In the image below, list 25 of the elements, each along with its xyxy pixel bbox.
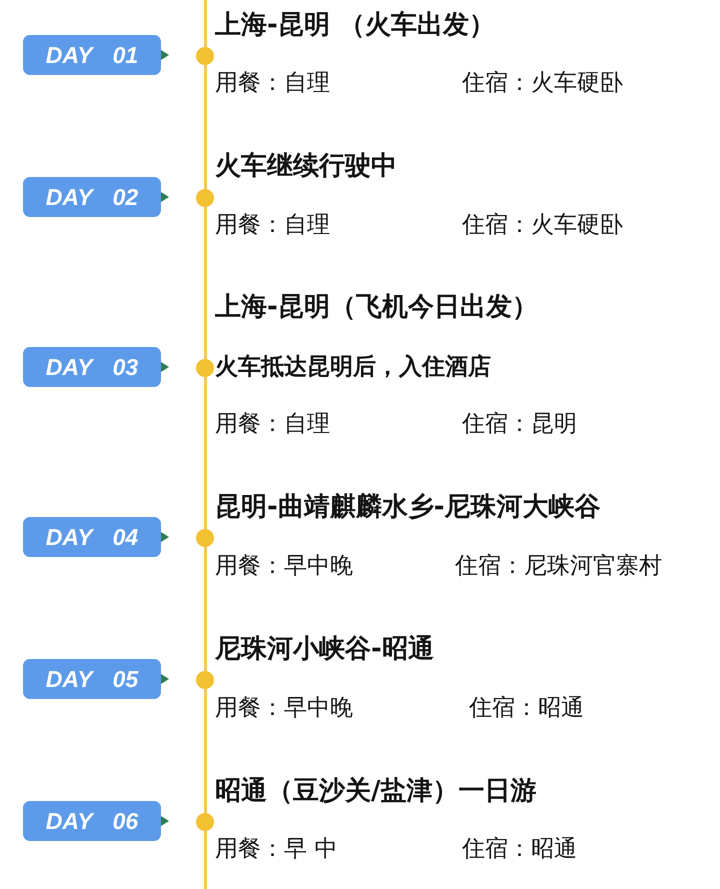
day-title: 昭通（豆沙关/盐津）一日游 — [215, 775, 536, 808]
info-text: 住宿：昭通 — [469, 694, 584, 723]
info-text: 用餐：自理 — [215, 69, 330, 98]
info-text: 住宿：尼珠河官寨村 — [455, 552, 662, 581]
info-text: 用餐：早中晚 — [215, 694, 353, 723]
info-text: 住宿：火车硬卧 — [462, 69, 623, 98]
note-text: 火车抵达昆明后，入住酒店 — [215, 353, 491, 382]
day-badge: DAY 06 — [23, 801, 161, 841]
day-title: 上海-昆明（飞机今日出发） — [215, 291, 538, 324]
info-text: 住宿：昆明 — [462, 410, 577, 439]
info-text: 用餐：早中晚 — [215, 552, 353, 581]
day-badge: DAY 03 — [23, 347, 161, 387]
info-text: 用餐：早 中 — [215, 835, 338, 864]
day-title: 尼珠河小峡谷-昭通 — [215, 633, 434, 666]
day-title: 昆明-曲靖麒麟水乡-尼珠河大峡谷 — [215, 491, 601, 524]
day-badge: DAY 05 — [23, 659, 161, 699]
day-title: 火车继续行驶中 — [215, 150, 397, 183]
info-text: 用餐：自理 — [215, 211, 330, 240]
info-text: 用餐：自理 — [215, 410, 330, 439]
day-badge: DAY 02 — [23, 177, 161, 217]
info-text: 住宿：昭通 — [462, 835, 577, 864]
day-badge: DAY 04 — [23, 517, 161, 557]
info-text: 住宿：火车硬卧 — [462, 211, 623, 240]
day-title: 上海-昆明 （火车出发） — [215, 9, 495, 42]
day-badge: DAY 01 — [23, 35, 161, 75]
